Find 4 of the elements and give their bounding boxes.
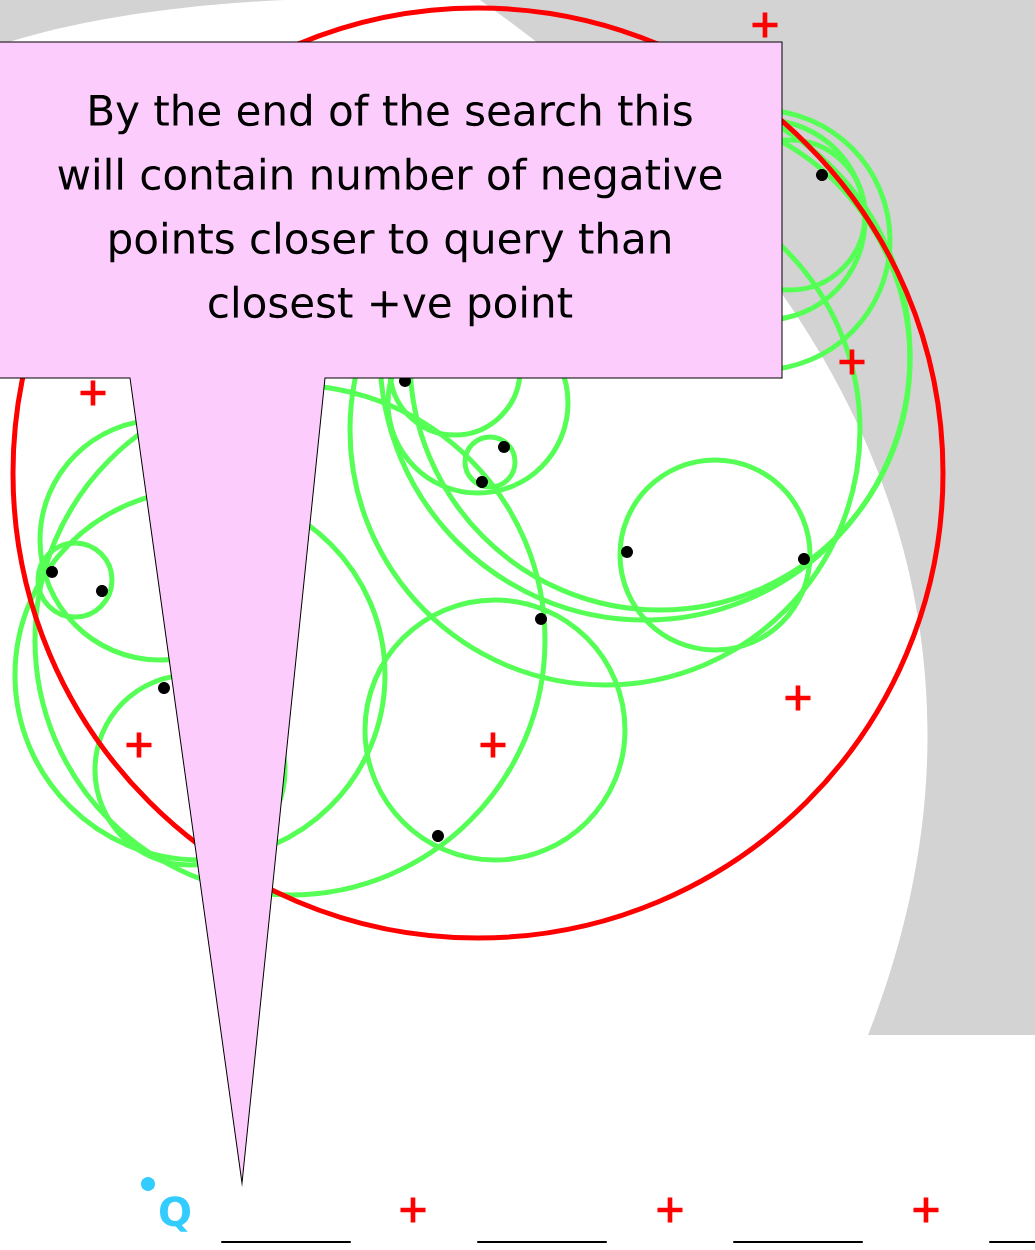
plus-label: + [913, 1197, 939, 1223]
plus-label: + [80, 380, 106, 406]
plus-label: + [126, 732, 152, 758]
plus-label: + [480, 732, 506, 758]
